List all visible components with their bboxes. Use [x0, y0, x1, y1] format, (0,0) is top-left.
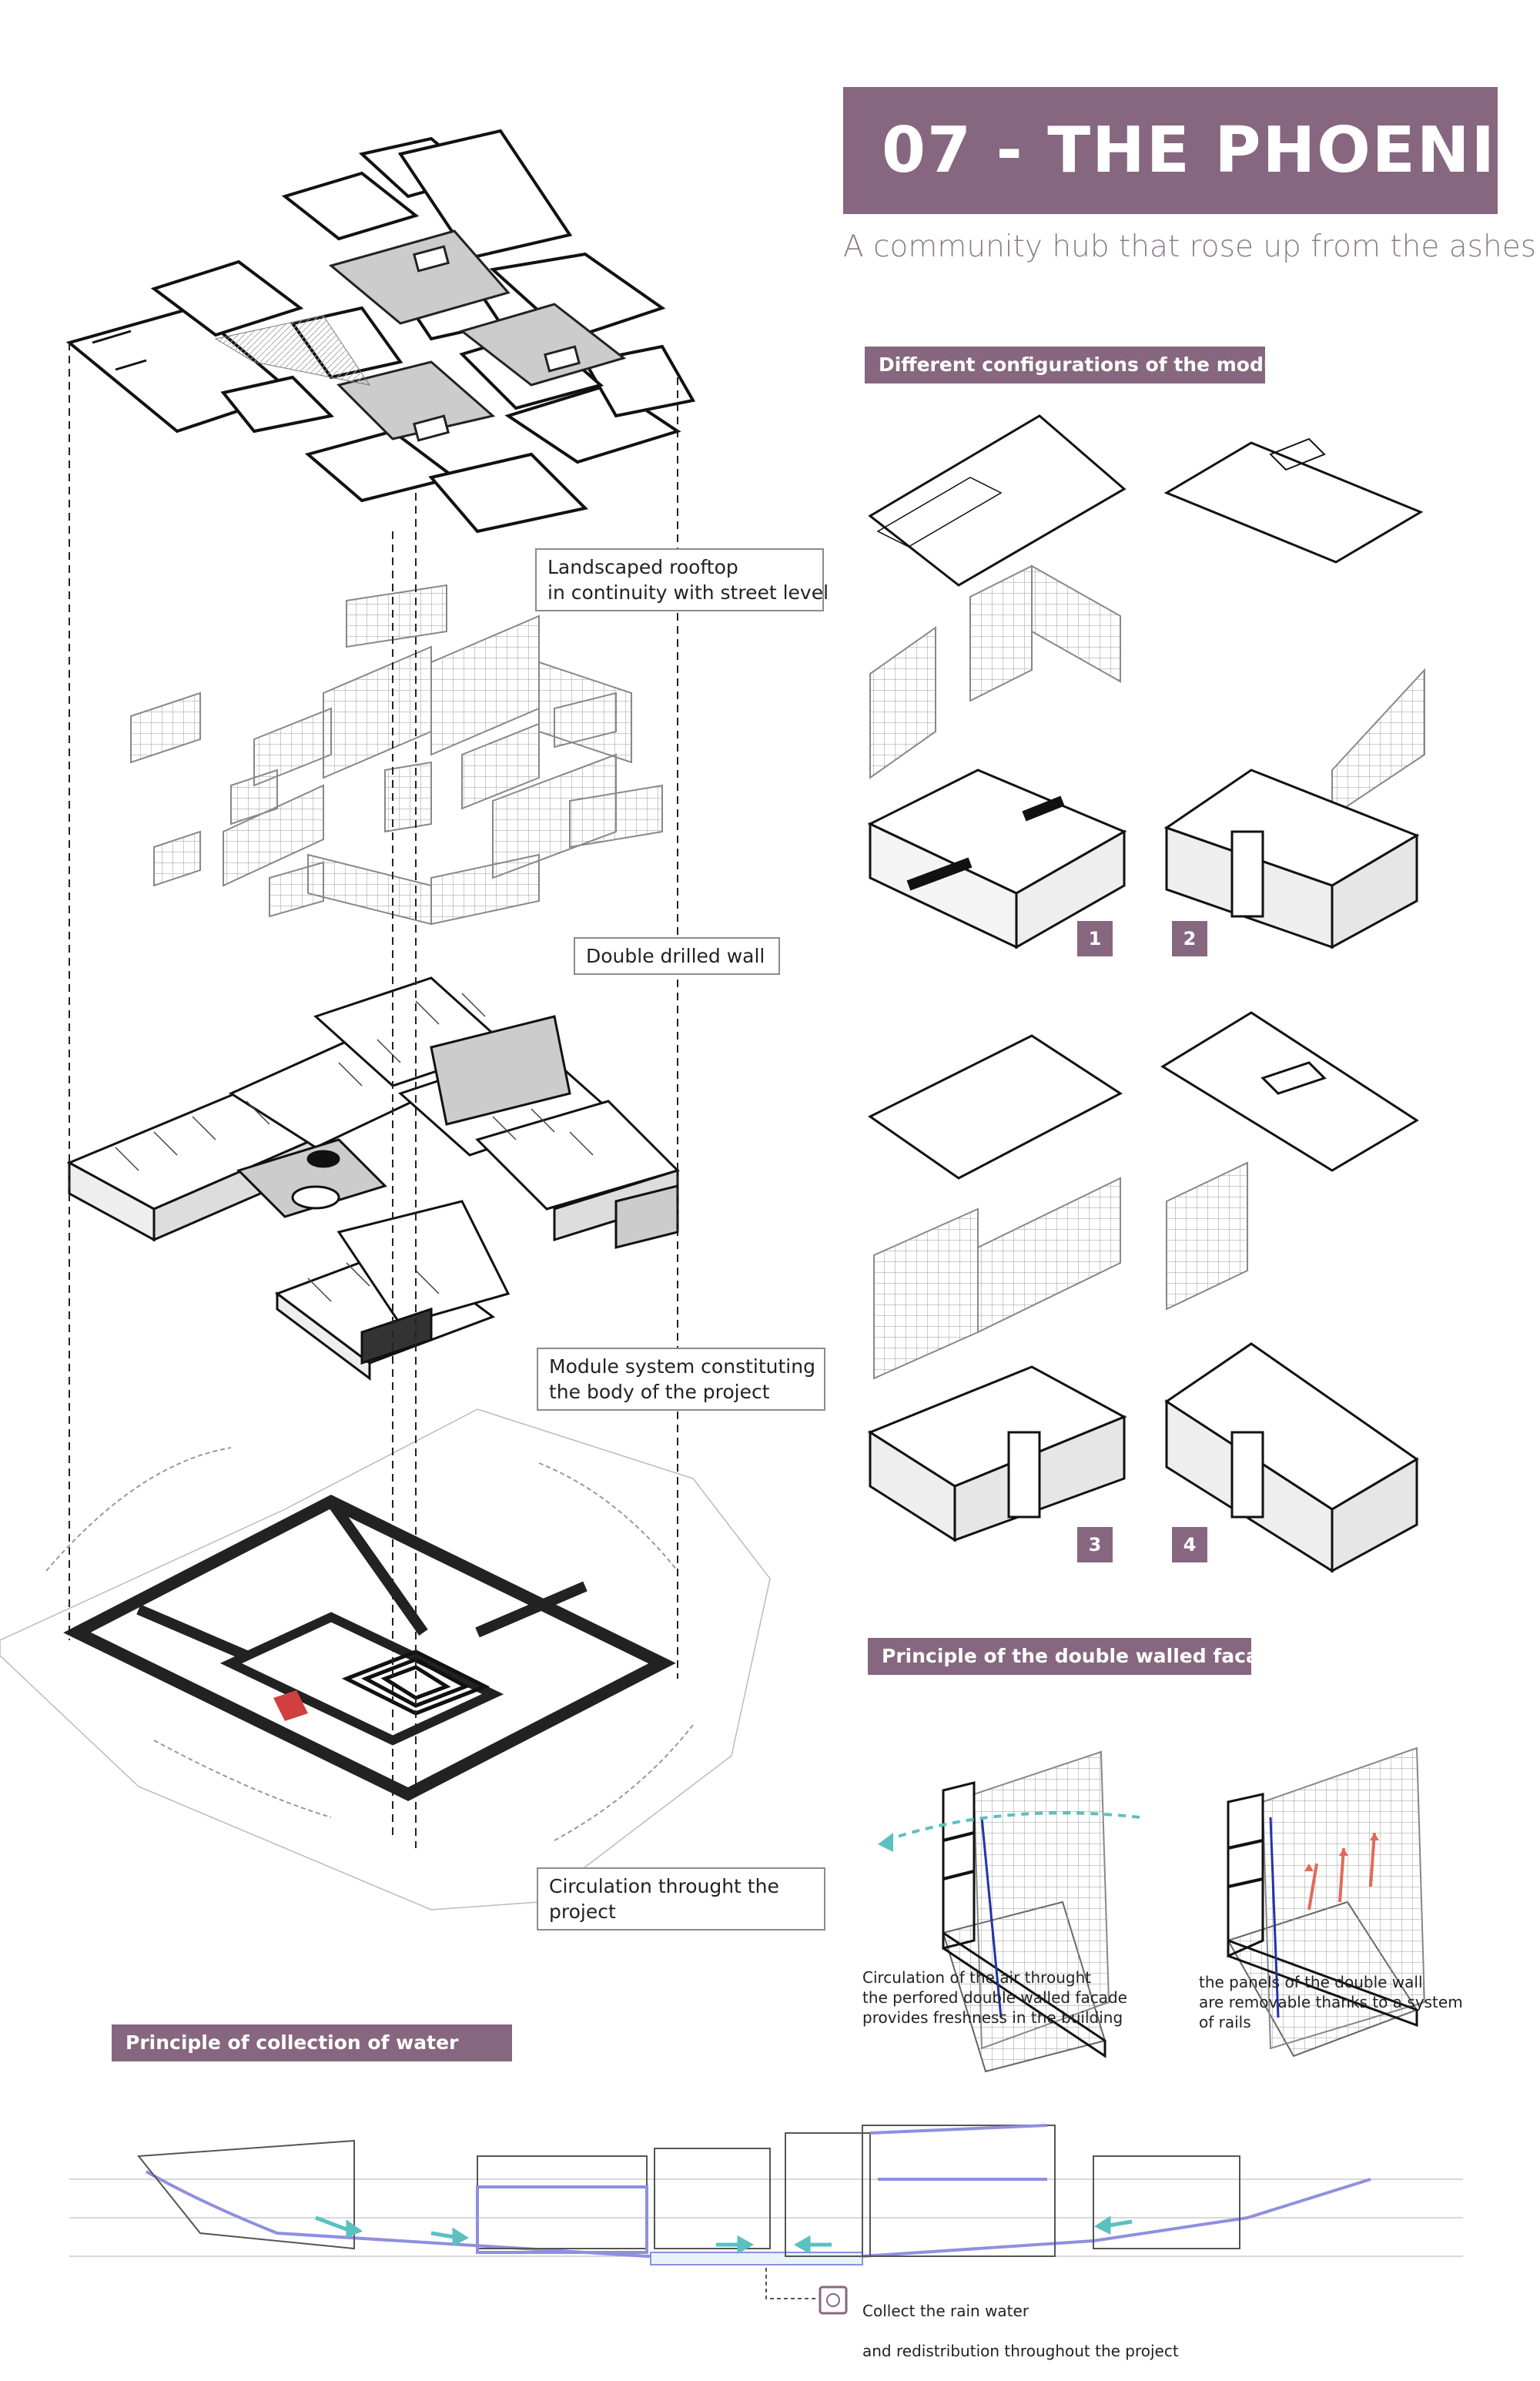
- label-rooftop-line1: Landscaped rooftop: [547, 556, 738, 578]
- section-header-configurations: Different configurations of the module: [865, 347, 1297, 383]
- label-double-wall: Double drilled wall: [574, 937, 780, 975]
- water-caption-line1: Collect the rain water: [862, 2302, 1029, 2320]
- label-double-wall-text: Double drilled wall: [586, 945, 765, 967]
- config-4-drawing: [1160, 1011, 1419, 1573]
- module-badge-2: 2: [1172, 921, 1207, 956]
- label-module-line2: the body of the project: [549, 1381, 770, 1403]
- section-header-water: Principle of collection of water: [112, 2024, 512, 2061]
- ground-layer: [0, 1408, 771, 1910]
- label-module-system: Module system constituting the body of t…: [537, 1348, 825, 1411]
- section-header-facade: Principle of the double walled facade: [868, 1638, 1286, 1675]
- facade-caption-right: the panels of the double wall are remova…: [1199, 1973, 1463, 2031]
- module-badge-1: 1: [1077, 921, 1113, 956]
- facade-diagram-right: [1227, 1746, 1426, 2058]
- label-rooftop-line2: in continuity with street level: [547, 581, 829, 604]
- water-caption: Collect the rain water and redistributio…: [862, 2281, 1232, 2381]
- rooftop-layer: [65, 129, 696, 534]
- label-circulation-line2: project: [549, 1900, 616, 1923]
- module-badge-3: 3: [1077, 1527, 1113, 1562]
- water-caption-line2: and redistribution throughout the projec…: [862, 2342, 1179, 2360]
- label-module-line1: Module system constituting: [549, 1355, 815, 1378]
- module-layer: [66, 976, 680, 1381]
- module-badge-4: 4: [1172, 1527, 1207, 1562]
- title-banner: 07 - THE PHOENIX: [843, 87, 1540, 214]
- page-title: 07 - THE PHOENIX: [882, 114, 1540, 187]
- page-subtitle: A community hub that rose up from the as…: [843, 229, 1537, 264]
- water-section: [69, 2124, 1463, 2315]
- config-2-drawing: [1163, 437, 1425, 949]
- label-circulation: Circulation throught the project: [537, 1867, 825, 1931]
- rooftop-planted: [214, 229, 627, 442]
- config-1-drawing: [867, 414, 1127, 949]
- label-circulation-line1: Circulation throught the: [549, 1875, 779, 1897]
- module-interior-lines: [115, 993, 594, 1302]
- double-wall-layer: [130, 584, 663, 926]
- facade-diagram-left: [878, 1750, 1140, 2073]
- facade-caption-left: Circulation of the air throught the perf…: [862, 1968, 1127, 2027]
- label-rooftop: Landscaped rooftop in continuity with st…: [535, 548, 829, 611]
- config-3-drawing: [867, 1034, 1127, 1542]
